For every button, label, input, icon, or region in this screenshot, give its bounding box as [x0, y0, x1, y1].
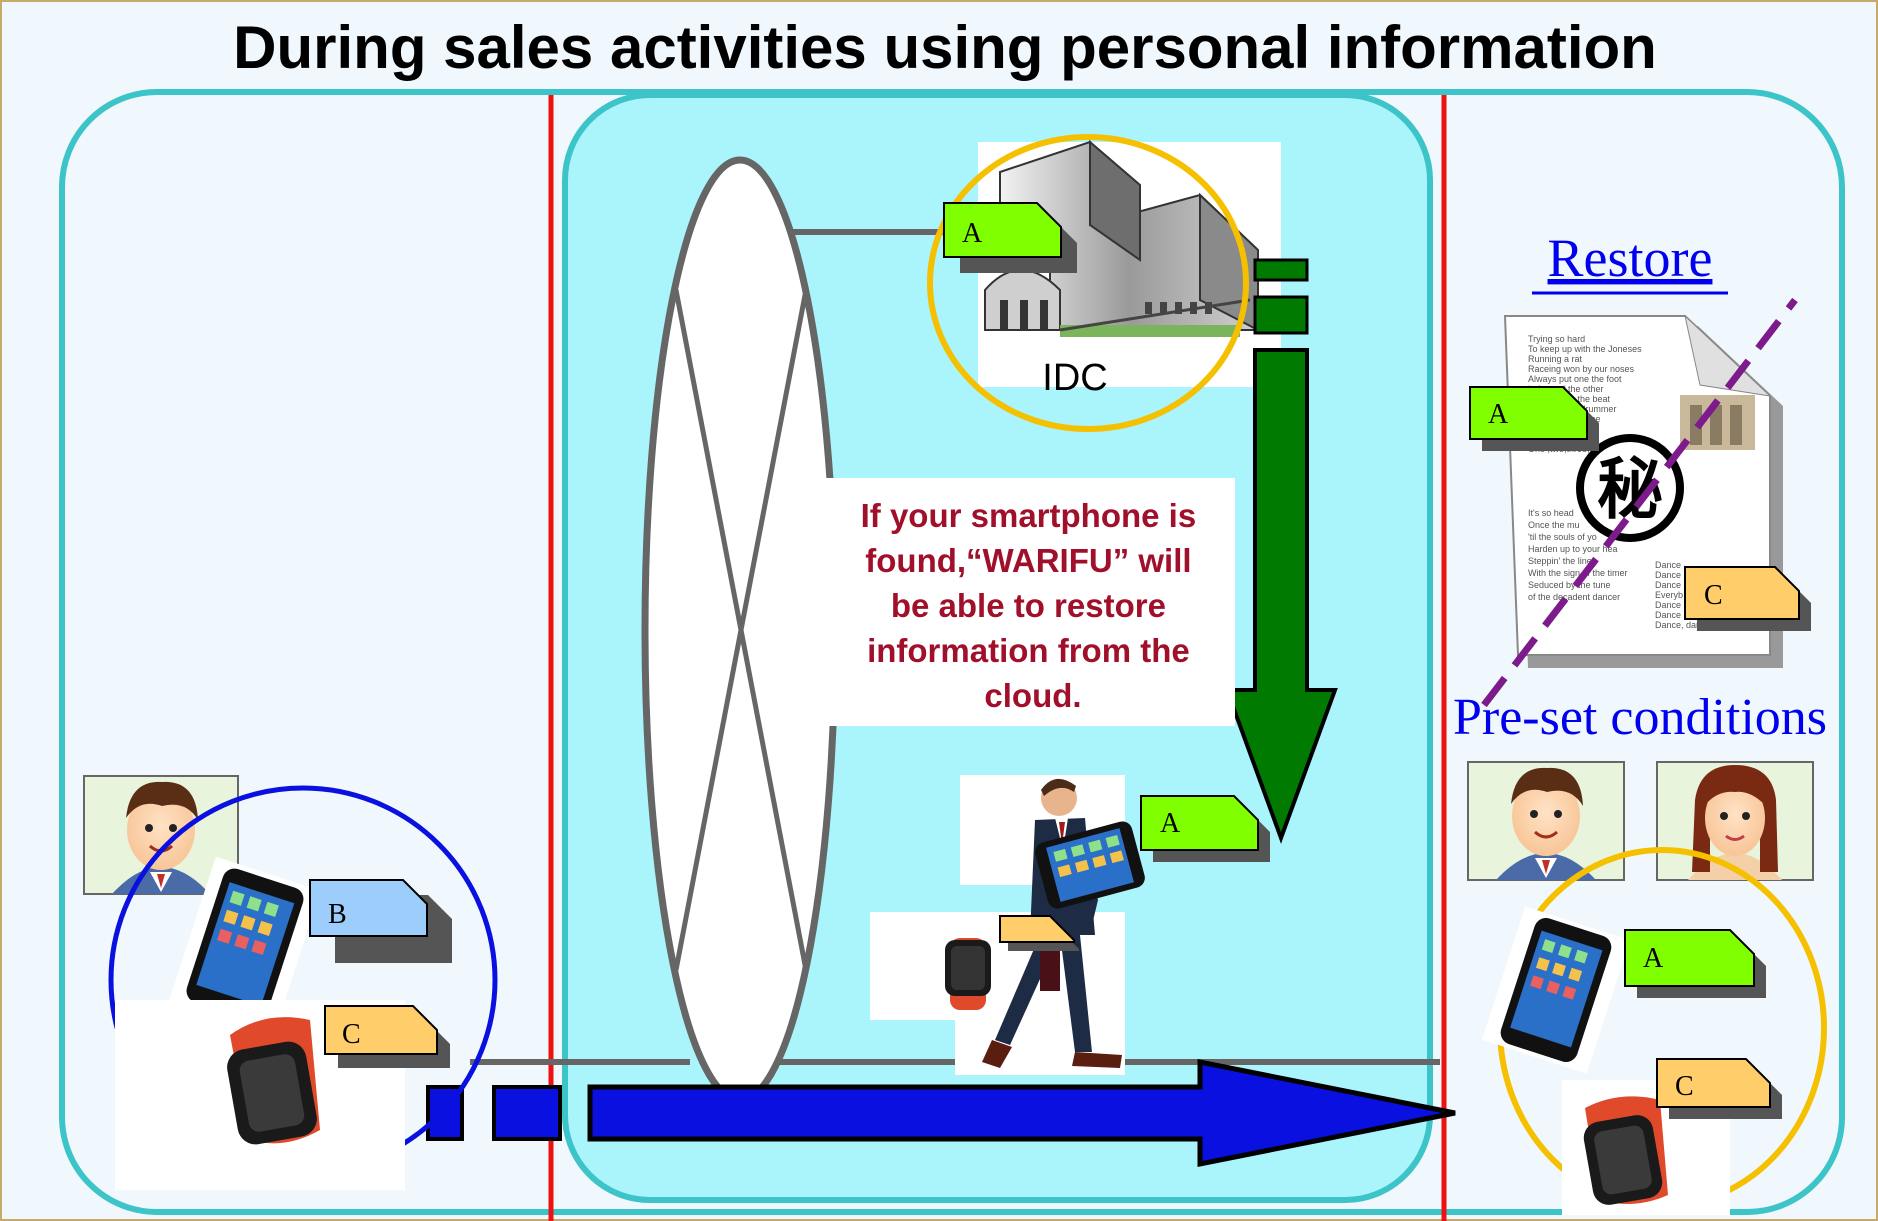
document-line: Seduced by the tune — [1528, 580, 1611, 590]
document-line: It's so head — [1528, 508, 1574, 518]
document-line: Trying so hard — [1528, 334, 1585, 344]
restore-link[interactable]: Restore — [1548, 228, 1713, 288]
tag-b-left: B — [309, 879, 452, 963]
restore-message: If your smartphone is found,“WARIFU” wil… — [861, 497, 1206, 714]
document-side-line: Dance — [1655, 580, 1681, 590]
strike-dashed-line — [1481, 297, 1798, 708]
preset-woman-portrait — [1656, 761, 1814, 881]
document-line: Raceing won by our noses — [1528, 364, 1635, 374]
tag-c-left-label: C — [342, 1019, 361, 1050]
preset-man-portrait — [1467, 761, 1625, 881]
smartwatch-middle — [945, 938, 991, 1010]
message-line-2: found,“WARIFU” will — [865, 542, 1191, 579]
tag-a-restored: A — [1624, 929, 1766, 998]
tag-c-left: C — [324, 1005, 450, 1068]
document-line: To keep up with the Joneses — [1528, 344, 1642, 354]
message-line-1: If your smartphone is — [861, 497, 1197, 534]
smartwatch-restored — [1562, 1080, 1730, 1215]
document-side-line: Dance — [1655, 570, 1681, 580]
document-side-line: Everyb — [1655, 590, 1683, 600]
smartwatch-left — [115, 1000, 405, 1190]
tag-a-idc: A — [943, 202, 1077, 273]
secret-stamp: 秘 — [1576, 434, 1684, 542]
tag-c-restored: C — [1656, 1058, 1782, 1119]
preset-conditions-label: Pre-set conditions — [1453, 689, 1827, 746]
document-line: Once the mu — [1528, 520, 1580, 530]
tag-a-restore: A — [1469, 386, 1599, 451]
slide-title: During sales activities using personal i… — [233, 14, 1657, 81]
green-download-arrow — [1224, 258, 1338, 844]
tag-b-left-label: B — [328, 899, 347, 930]
document-side-line: Dance — [1655, 600, 1681, 610]
tag-empty-middle-watch — [999, 915, 1079, 951]
message-line-4: information from the — [867, 632, 1190, 669]
tag-a-idc-label: A — [962, 218, 983, 249]
document-line: 'til the souls of yo — [1528, 532, 1597, 542]
document-line: Steppin' the line — [1528, 556, 1592, 566]
smartphone-businessman — [1035, 821, 1145, 909]
tag-c-restore: C — [1684, 566, 1811, 631]
network-ellipse — [641, 156, 839, 1104]
smartphone-restored — [1482, 906, 1630, 1074]
document-line: Harden up to your hea — [1528, 544, 1618, 554]
document-line: Running a rat — [1528, 354, 1583, 364]
message-line-5: cloud. — [984, 677, 1081, 714]
idc-circle — [927, 134, 1249, 432]
smartphone-left — [169, 856, 321, 1034]
document-line: Always put one the foot — [1528, 374, 1622, 384]
tag-a-restore-label: A — [1488, 399, 1509, 430]
blue-transfer-arrow — [426, 1058, 1456, 1168]
idc-label: IDC — [1042, 357, 1107, 399]
document-line: With the sign of the timer — [1528, 568, 1628, 578]
document-side-line: Dance — [1655, 610, 1681, 620]
tag-a-restored-label: A — [1643, 943, 1664, 974]
document-side-line: Dance — [1655, 560, 1681, 570]
message-line-3: be able to restore — [891, 587, 1166, 624]
document-line: of the decadent dancer — [1528, 592, 1620, 602]
tag-c-restore-label: C — [1704, 580, 1723, 611]
tag-a-businessman: A — [1140, 795, 1270, 862]
tag-a-businessman-label: A — [1160, 808, 1181, 839]
message-box — [820, 478, 1235, 726]
tag-c-restored-label: C — [1675, 1071, 1694, 1102]
